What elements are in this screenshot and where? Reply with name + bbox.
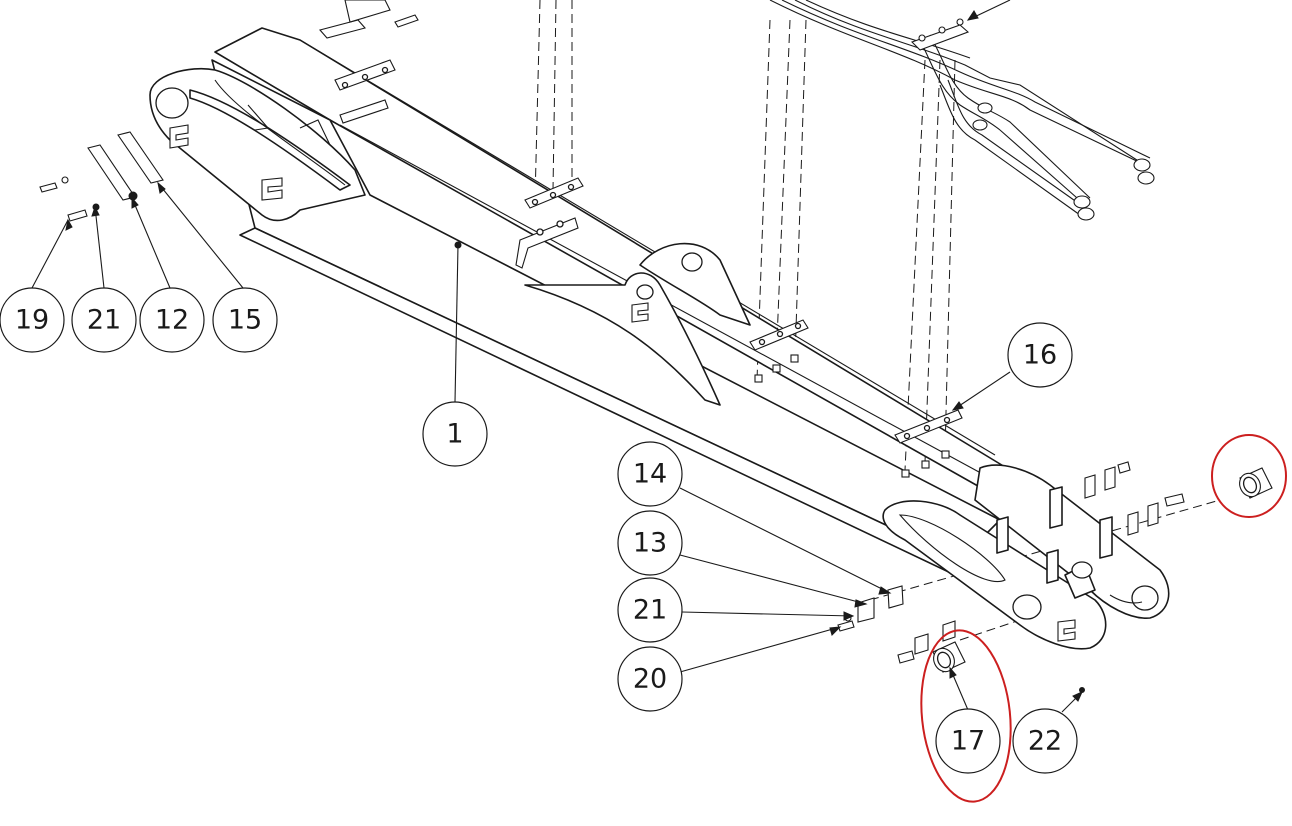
- bushing-17: [932, 641, 966, 673]
- hydraulic-hoses: [769, 0, 1155, 221]
- leader-lines: [31, 181, 1083, 713]
- balloon-label: 20: [633, 664, 667, 695]
- highlight-circle-bushing: [1211, 434, 1287, 518]
- balloon-21: 21: [617, 577, 683, 643]
- balloon-label: 14: [633, 459, 667, 490]
- balloon-label: 15: [228, 305, 262, 336]
- balloon-label: 16: [1023, 340, 1057, 371]
- bushing-upper-right: [1239, 467, 1273, 499]
- highlight-circle-17: [920, 629, 1012, 803]
- hose-fitting: [972, 102, 1155, 221]
- balloon-16: 16: [1007, 322, 1073, 388]
- balloon-15: 15: [212, 287, 278, 353]
- balloon-21: 21: [71, 287, 137, 353]
- boom-body: [149, 27, 1170, 650]
- balloon-label: 22: [1028, 726, 1062, 757]
- balloon-14: 14: [617, 441, 683, 507]
- mounting-plates: [39, 0, 1185, 693]
- balloon-1: 1: [422, 401, 488, 467]
- balloon-20: 20: [617, 646, 683, 712]
- balloon-13: 13: [617, 510, 683, 576]
- balloon-label: 13: [633, 528, 667, 559]
- balloon-17: 17: [935, 708, 1001, 774]
- balloon-19: 19: [0, 287, 65, 353]
- balloon-12: 12: [139, 287, 205, 353]
- balloon-22: 22: [1012, 708, 1078, 774]
- balloon-label: 12: [155, 305, 189, 336]
- balloon-label: 1: [446, 419, 463, 450]
- balloon-label: 17: [951, 726, 985, 757]
- balloon-label: 19: [15, 305, 49, 336]
- balloon-label: 21: [87, 305, 121, 336]
- balloon-label: 21: [633, 595, 667, 626]
